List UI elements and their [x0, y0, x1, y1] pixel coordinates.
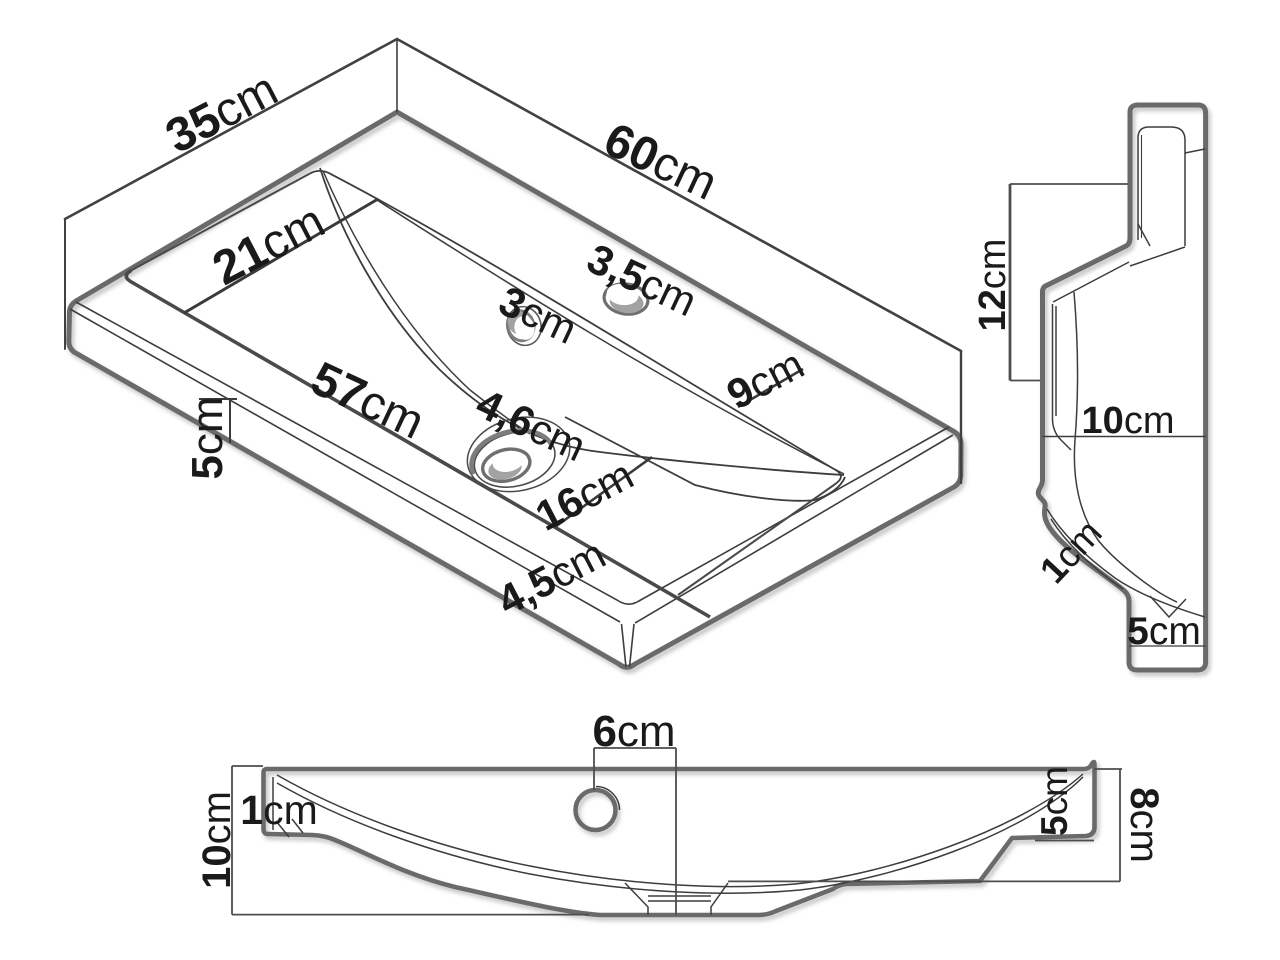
svg-text:16cm: 16cm: [528, 451, 641, 540]
svg-text:1cm: 1cm: [1032, 512, 1110, 591]
svg-text:10cm: 10cm: [195, 791, 239, 889]
svg-text:10cm: 10cm: [1082, 400, 1175, 442]
svg-text:1cm: 1cm: [240, 787, 317, 833]
svg-text:4,5cm: 4,5cm: [490, 530, 613, 625]
svg-text:5cm: 5cm: [1127, 610, 1201, 653]
svg-text:5cm: 5cm: [183, 396, 232, 479]
svg-text:6cm: 6cm: [592, 707, 675, 756]
svg-text:9cm: 9cm: [719, 340, 811, 418]
svg-text:5cm: 5cm: [1034, 766, 1075, 836]
svg-text:21cm: 21cm: [205, 195, 334, 296]
svg-text:57cm: 57cm: [303, 352, 432, 450]
svg-text:35cm: 35cm: [158, 63, 287, 164]
svg-text:12cm: 12cm: [972, 239, 1014, 332]
svg-text:60cm: 60cm: [596, 113, 725, 211]
svg-text:8cm: 8cm: [1122, 787, 1166, 863]
svg-text:3cm: 3cm: [492, 277, 584, 353]
